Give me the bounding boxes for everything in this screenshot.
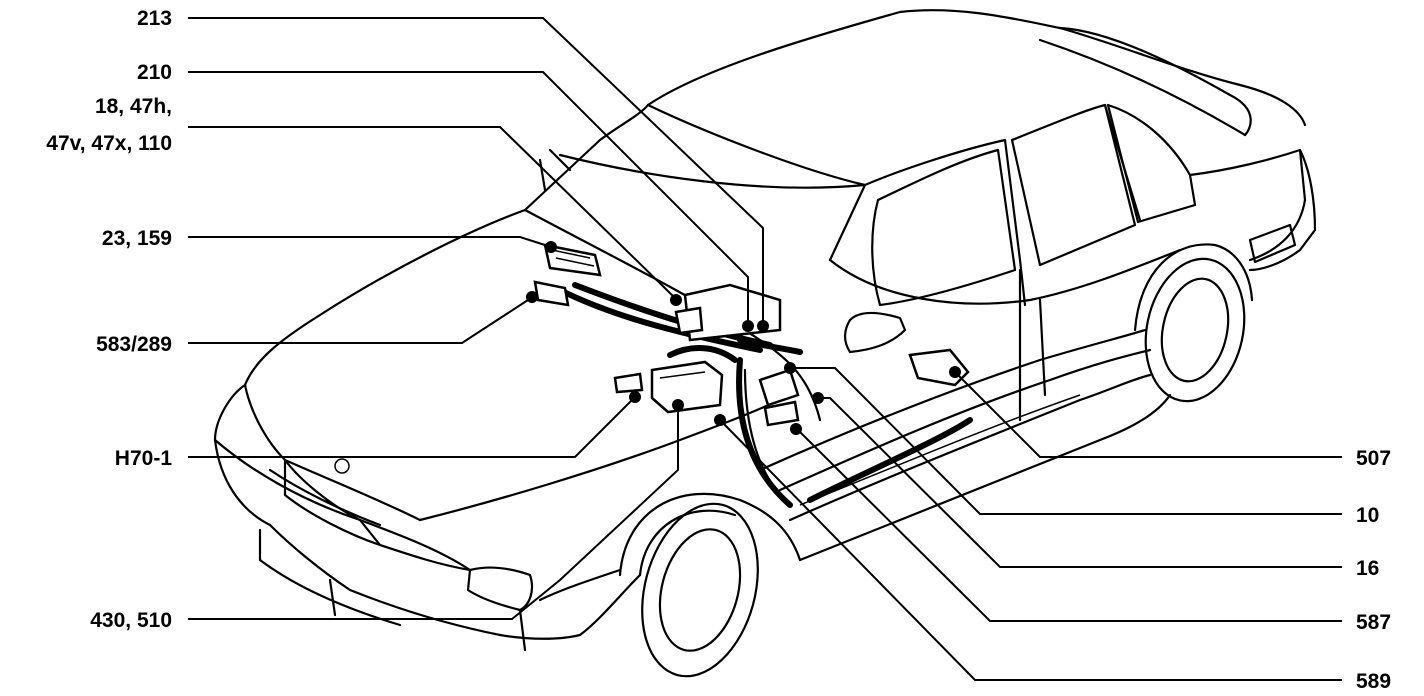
dot-16 xyxy=(812,392,824,404)
label-10: 10 xyxy=(1356,504,1379,527)
label-430: 430, 510 xyxy=(90,609,172,632)
dot-587 xyxy=(790,423,802,435)
dot-210 xyxy=(742,320,754,332)
leader-H70 xyxy=(188,399,633,458)
label-507: 507 xyxy=(1356,447,1391,470)
dot-H70 xyxy=(629,391,641,403)
leader-507 xyxy=(957,374,1342,458)
label-583: 583/289 xyxy=(96,333,172,356)
leader-23 xyxy=(188,236,549,247)
dot-430 xyxy=(672,399,684,411)
label-H70: H70-1 xyxy=(115,447,173,470)
wiring-harness xyxy=(557,282,973,508)
leader-210 xyxy=(188,71,749,322)
label-16: 16 xyxy=(1356,557,1379,580)
label-587: 587 xyxy=(1356,611,1391,634)
label-213: 213 xyxy=(137,7,172,30)
label-589: 589 xyxy=(1356,670,1391,693)
dot-213 xyxy=(757,320,769,332)
dot-589 xyxy=(714,414,726,426)
label-18-line2: 47v, 47x, 110 xyxy=(46,132,172,155)
label-18-line1: 18, 47h, xyxy=(95,95,172,118)
components xyxy=(533,243,970,427)
dot-18 xyxy=(670,294,682,306)
leader-16 xyxy=(822,397,1342,568)
leader-10 xyxy=(793,367,1342,515)
callout-labels: 213 210 18, 47h, 47v, 47x, 110 23, 159 5… xyxy=(46,7,1391,693)
dot-583 xyxy=(526,291,538,303)
car-outline xyxy=(213,9,1317,678)
leader-213 xyxy=(188,17,764,322)
dot-23 xyxy=(545,241,557,253)
dot-10 xyxy=(784,362,796,374)
leader-587 xyxy=(799,431,1342,622)
leader-lines xyxy=(188,17,1342,681)
leader-589 xyxy=(721,421,1342,681)
label-210: 210 xyxy=(137,61,172,84)
leader-18 xyxy=(188,126,675,298)
leader-583 xyxy=(188,299,529,344)
label-23: 23, 159 xyxy=(102,227,172,250)
dot-507 xyxy=(949,366,961,378)
leader-430 xyxy=(188,408,679,620)
